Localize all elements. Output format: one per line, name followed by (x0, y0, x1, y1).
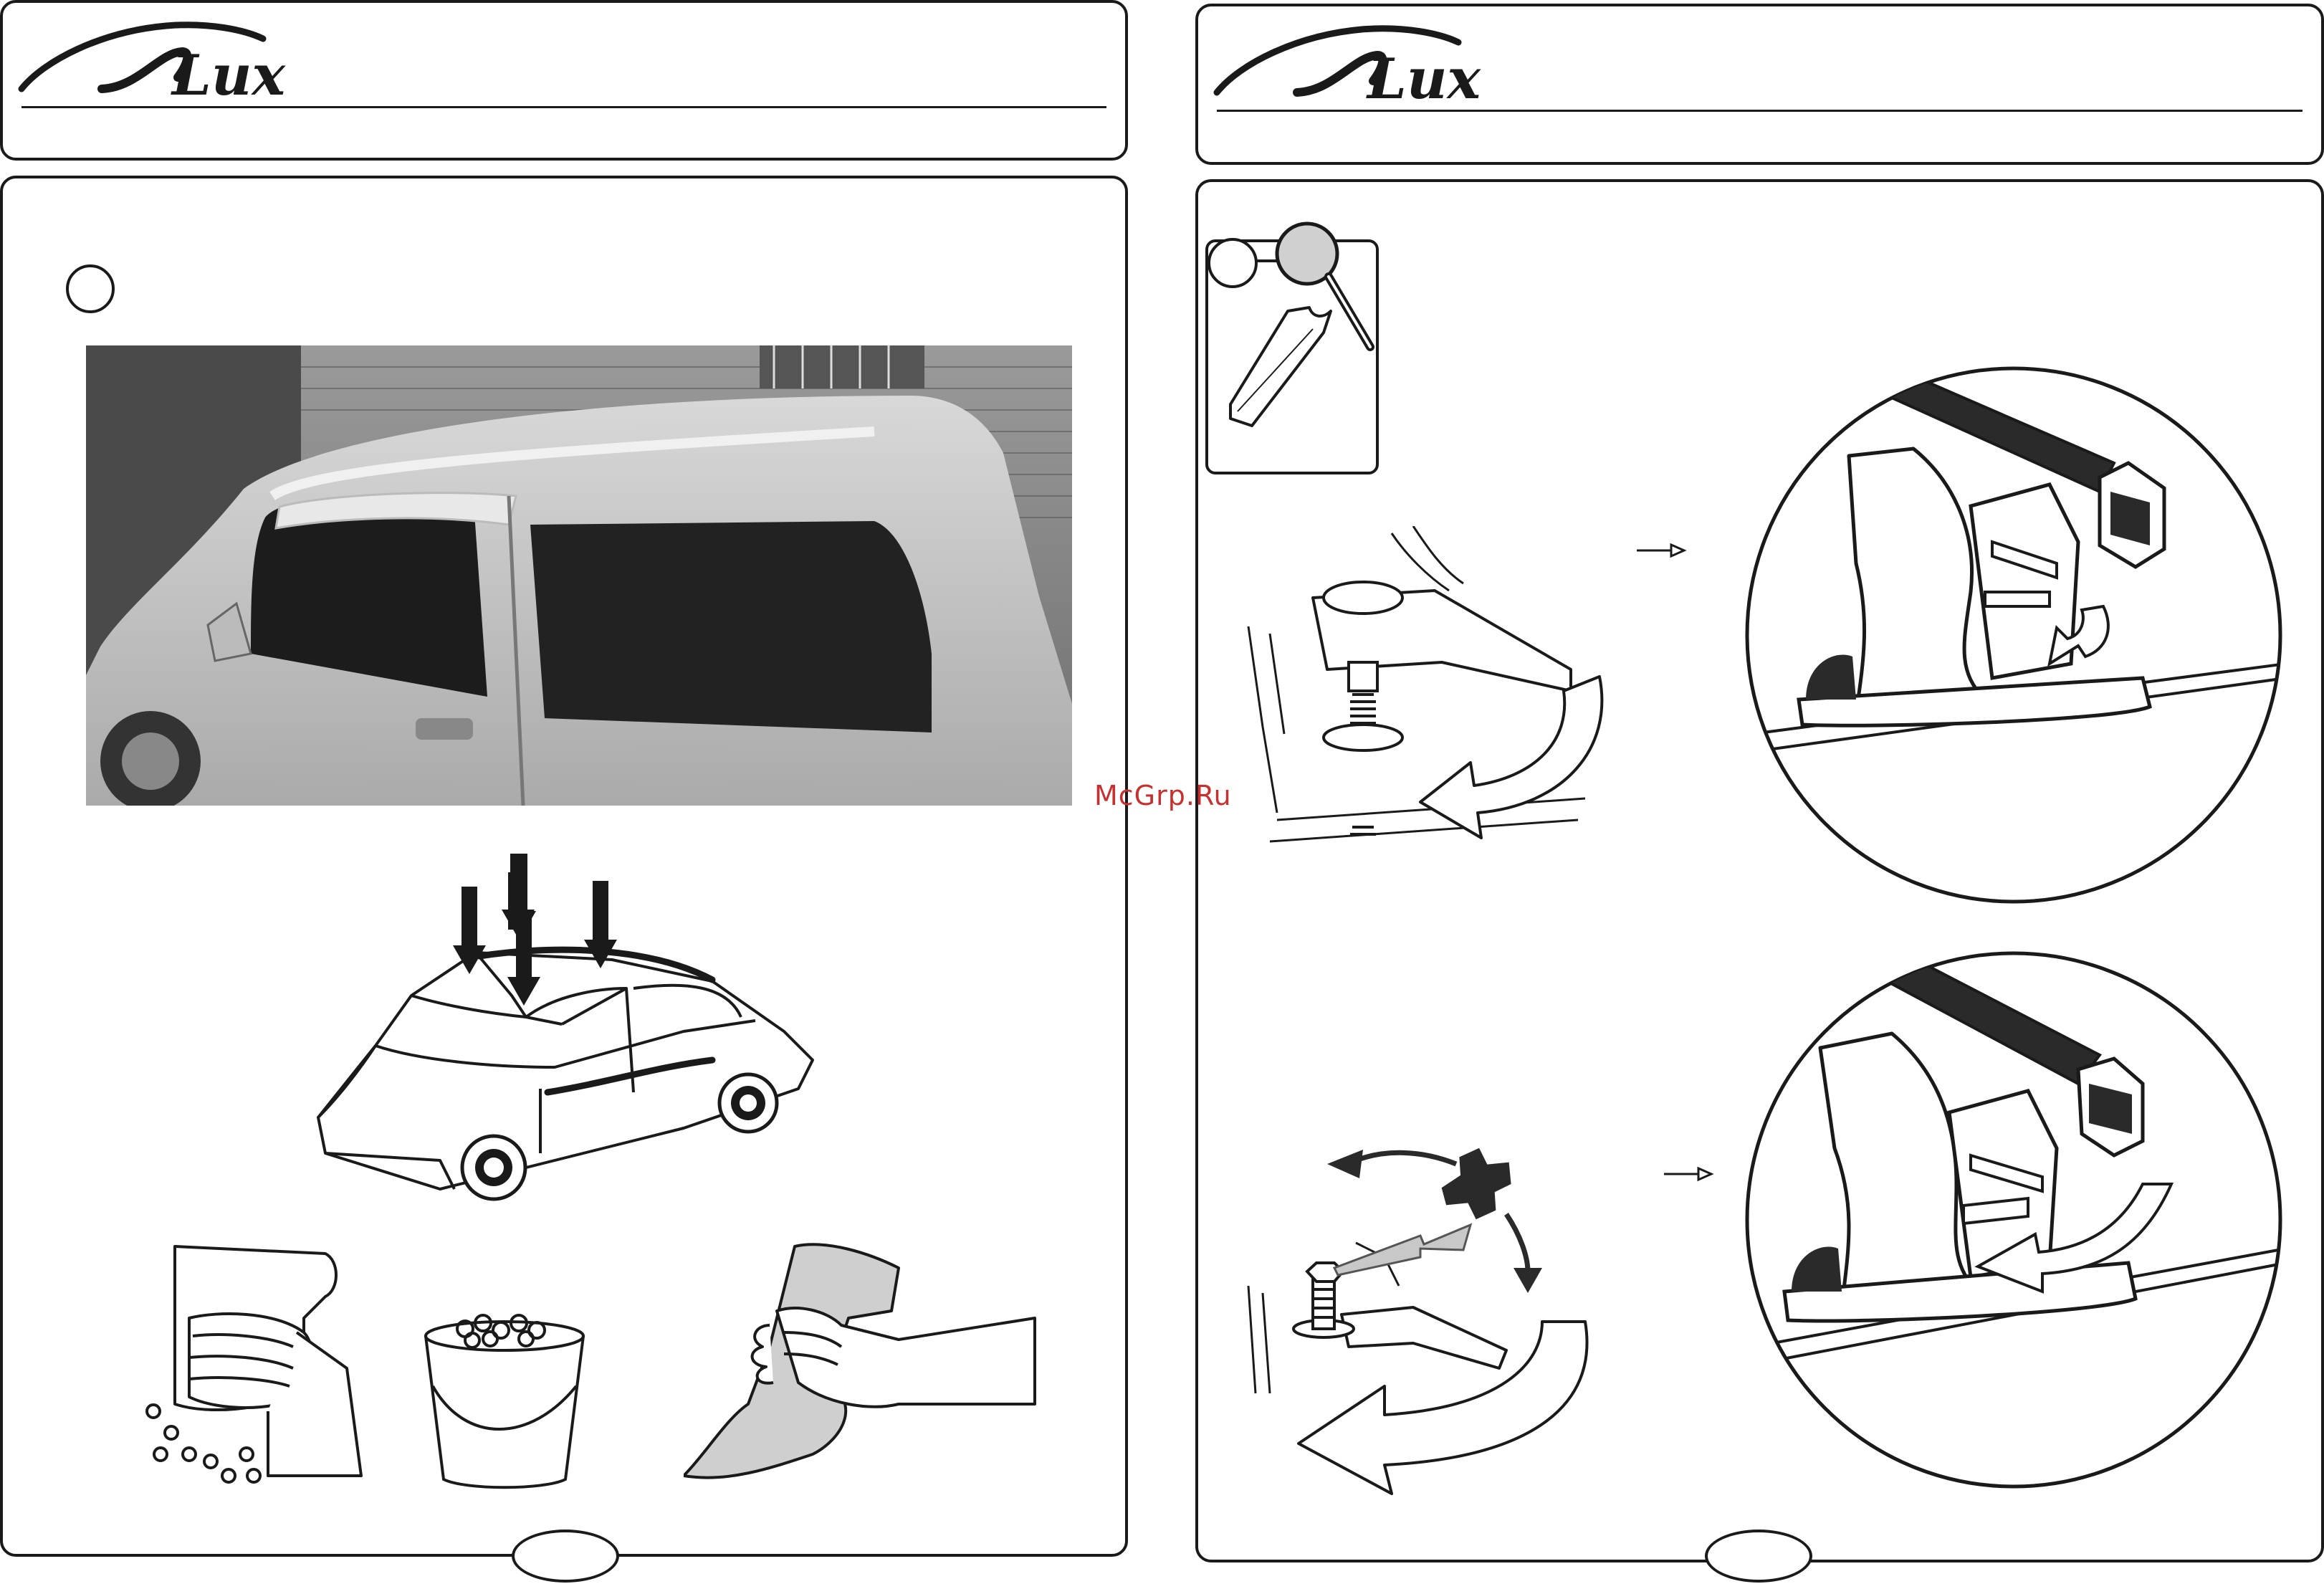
arrow-right-icon (1664, 1165, 1714, 1183)
roof-rack-foot-closed-icon (1741, 948, 2286, 1492)
wrench-icon (1223, 304, 1338, 433)
cloth-drying-hands-icon (684, 1239, 1042, 1504)
roof-clamp-open-icon (1241, 526, 1642, 849)
left-content-panel (0, 176, 1128, 1557)
watermark-text: McGrp.Ru (1094, 780, 1232, 811)
right-page-number-tab (1705, 1530, 1812, 1583)
sponge-washing-hands-icon (132, 1239, 376, 1497)
left-page-number-tab (512, 1530, 619, 1583)
roof-clamp-tighten-icon (1241, 1121, 1642, 1501)
right-header-panel: Lux (1195, 4, 2324, 165)
lux-logo: Lux (16, 10, 302, 103)
step-marker-icon (1208, 238, 1258, 288)
car-with-window-deflector-photo (86, 345, 1072, 806)
bucket-water-icon (422, 1307, 594, 1494)
header-rule (1217, 110, 2303, 112)
lux-logo-text: Lux (171, 43, 287, 103)
lux-logo-text: Lux (1366, 47, 1482, 107)
lux-logo: Lux (1211, 14, 1498, 107)
left-header-panel: Lux (0, 0, 1128, 161)
car-roof-arrows-icon (311, 852, 834, 1218)
step-marker-icon (66, 264, 115, 313)
roof-rack-foot-detail-icon (1741, 363, 2286, 907)
arrow-right-icon (1637, 542, 1687, 559)
header-rule (21, 106, 1106, 108)
right-content-panel (1195, 179, 2324, 1562)
